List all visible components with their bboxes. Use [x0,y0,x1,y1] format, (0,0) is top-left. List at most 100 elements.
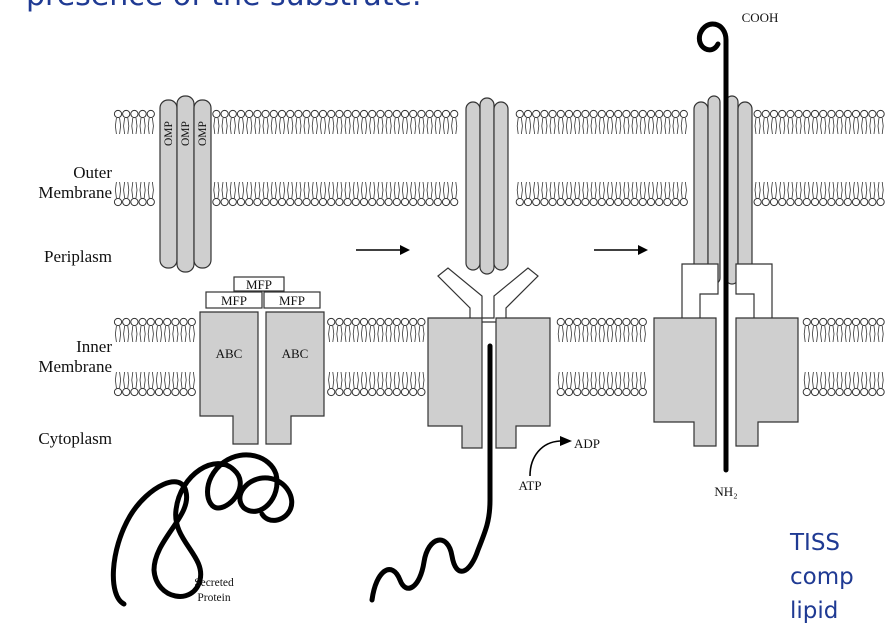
lipid-head [606,110,613,117]
lipid-head [385,318,392,325]
lipid-tail [616,118,621,134]
lipid-head [549,198,556,205]
lipid-tail [583,118,588,134]
lipid-head [828,198,835,205]
lipid-tail [517,118,522,134]
lipid-tail [624,118,629,134]
lipid-head [278,198,285,205]
lipid-head [574,198,581,205]
lipid-head [131,198,138,205]
lipid-tail [288,182,293,198]
lipid-head [861,110,868,117]
lipid-head [278,110,285,117]
lipid-tail [181,372,186,388]
lipid-head [811,318,818,325]
lipid-head [680,110,687,117]
lipid-tail [632,326,637,342]
lipid-head [590,318,597,325]
lipid-head [418,388,425,395]
lipid-tail [296,118,301,134]
lipid-head [401,388,408,395]
lipid-head [114,198,121,205]
lipid-head [442,198,449,205]
lipid-tail [148,326,153,342]
lipid-head [410,318,417,325]
lipid-tail [148,372,153,388]
lipid-head [623,110,630,117]
lipid-head [582,318,589,325]
lipid-tail [370,118,375,134]
lipid-tail [804,326,809,342]
lipid-head [524,110,531,117]
inner-membrane-label: Inner [76,337,112,356]
lipid-head [393,110,400,117]
lipid-head [410,388,417,395]
lipid-tail [583,182,588,198]
lipid-tail [353,372,358,388]
lipid-head [557,110,564,117]
lipid-tail [296,182,301,198]
lipid-head [557,198,564,205]
lipid-tail [566,182,571,198]
lipid-tail [124,118,129,134]
lipid-tail [271,182,276,198]
lipid-head [377,110,384,117]
lipid-head [803,318,810,325]
lipid-tail [862,326,867,342]
lipid-head [418,110,425,117]
lipid-tail [575,326,580,342]
lipid-head [828,388,835,395]
lipid-tail [386,326,391,342]
lipid-tail [115,182,120,198]
lipid-head [114,388,121,395]
lipid-tail [591,326,596,342]
omp-channel-middle [466,98,508,274]
lipid-tail [427,182,432,198]
lipid-tail [419,372,424,388]
lipid-head [647,198,654,205]
lipid-head [541,198,548,205]
lipid-head [401,318,408,325]
lipid-tail [632,372,637,388]
lipid-tail [607,326,612,342]
lipid-tail [763,118,768,134]
lipid-tail [337,118,342,134]
mfp-adaptor-middle [438,268,538,322]
lipid-tail [263,118,268,134]
omp-channel-right [694,96,752,284]
lipid-tail [583,326,588,342]
lipid-head [385,110,392,117]
lipid-tail [616,326,621,342]
lipid-tail [132,326,137,342]
lipid-head [336,388,343,395]
caption-line: lipid [790,594,854,628]
lipid-head [852,318,859,325]
lipid-tail [435,118,440,134]
lipid-head [393,198,400,205]
lipid-tail [821,326,826,342]
lipid-tail [788,182,793,198]
lipid-tail [222,182,227,198]
atp-to-adp-arrow [530,441,560,476]
lipid-tail [148,118,153,134]
lipid-tail [870,326,875,342]
lipid-head [295,198,302,205]
lipid-head [360,198,367,205]
lipid-tail [837,118,842,134]
lipid-tail [665,118,670,134]
lipid-tail [640,372,645,388]
lipid-tail [378,182,383,198]
lipid-head [336,110,343,117]
lipid-head [147,388,154,395]
lipid-tail [247,182,252,198]
lipid-tail [370,326,375,342]
lipid-tail [796,182,801,198]
lipid-head [172,318,179,325]
lipid-tail [640,182,645,198]
lipid-tail [222,118,227,134]
lipid-head [582,388,589,395]
lipid-head [787,198,794,205]
lipid-head [598,388,605,395]
lipid-tail [156,372,161,388]
